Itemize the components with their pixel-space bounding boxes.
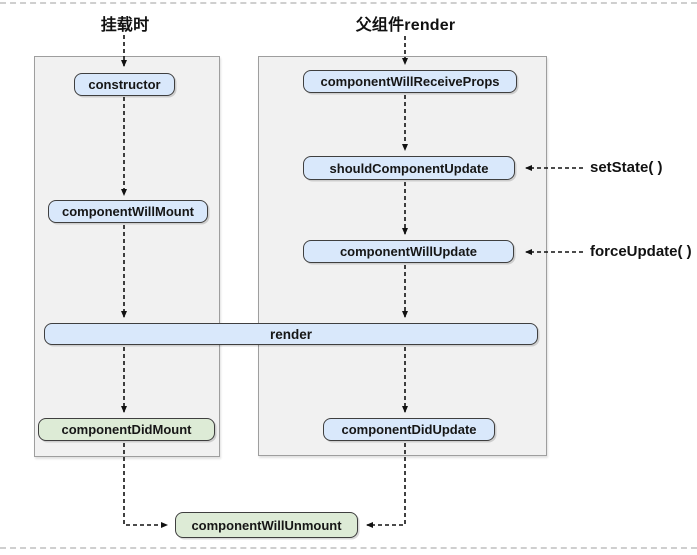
node-component-did-update: componentDidUpdate [323,418,495,441]
update-column-title: 父组件render [355,17,456,34]
node-should-component-update: shouldComponentUpdate [303,156,515,180]
setstate-label: setState( ) [590,159,663,176]
node-render: render [44,323,538,345]
forceupdate-label: forceUpdate( ) [590,243,692,260]
mount-panel [34,56,220,457]
node-constructor: constructor [74,73,175,96]
node-component-did-mount: componentDidMount [38,418,215,441]
mount-column-title: 挂载时 [100,17,150,34]
node-component-will-receive-props: componentWillReceiveProps [303,70,517,93]
node-component-will-unmount: componentWillUnmount [175,512,358,538]
page-top-dashed-line [0,2,697,4]
node-component-will-update: componentWillUpdate [303,240,514,263]
node-component-will-mount: componentWillMount [48,200,208,223]
page-bottom-dashed-line [0,547,697,549]
